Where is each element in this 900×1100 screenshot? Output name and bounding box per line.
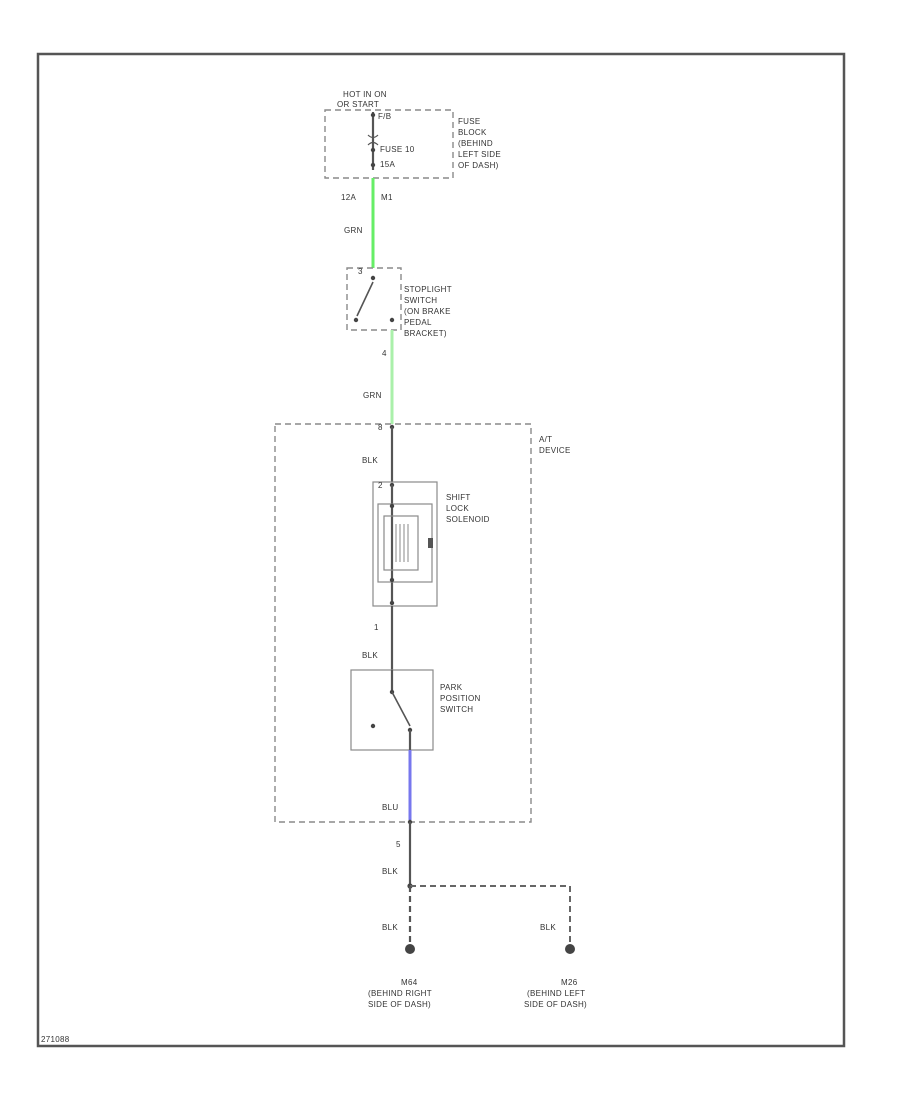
ground-left-line2: SIDE OF DASH) [368, 1000, 431, 1009]
park-switch-line1: PARK [440, 683, 463, 692]
diagram-frame [36, 52, 846, 1048]
stoplight-pin-bottom-label: 4 [382, 349, 387, 358]
stoplight-line5: BRACKET) [404, 329, 447, 338]
solenoid-node-1 [389, 503, 395, 509]
fuse-block-line2: BLOCK [458, 128, 487, 137]
ground-right-icon [565, 944, 575, 954]
solenoid-pin-bottom [389, 600, 395, 606]
wire-label-w1: GRN [344, 226, 363, 235]
stoplight-line1: STOPLIGHT [404, 285, 452, 294]
fuse-label: FUSE 10 [380, 145, 415, 154]
stoplight-line3: (ON BRAKE [404, 307, 451, 316]
wire-label-w4: BLK [362, 651, 378, 660]
ground-left-id: M64 [401, 978, 418, 987]
wire-black-branch [410, 885, 571, 946]
fuse-block-line3: (BEHIND [458, 139, 493, 148]
park-switch-line2: POSITION [440, 694, 481, 703]
solenoid-plunger-icon [428, 538, 433, 548]
solenoid-pin-top-label: 2 [378, 481, 383, 490]
wire-label-w6: BLK [382, 867, 398, 876]
fuse-block-outline [324, 109, 454, 179]
fuse-block-line4: LEFT SIDE [458, 150, 501, 159]
park-switch-line3: SWITCH [440, 705, 473, 714]
wire-label-w5: BLU [382, 803, 398, 812]
fuse-pin-mid [370, 147, 376, 153]
shift-lock-outer-box [372, 481, 438, 607]
footer-code: 271088 [41, 1035, 70, 1044]
wire-label-w7: BLK [382, 923, 398, 932]
fuse-block-line5: OF DASH) [458, 161, 499, 170]
stoplight-pin-bottom [389, 317, 395, 323]
fuse-pin-top-label: F/B [378, 112, 391, 121]
fuse-block-line1: FUSE [458, 117, 481, 126]
ground-right-id: M26 [561, 978, 578, 987]
wire-label-w3: BLK [362, 456, 378, 465]
stoplight-switch-blade [356, 281, 374, 317]
stoplight-switch-outline [346, 267, 402, 331]
at-device-pin-in-label: 8 [378, 423, 383, 432]
stoplight-line2: SWITCH [404, 296, 437, 305]
ground-left-icon [405, 944, 415, 954]
park-switch-blade [391, 691, 411, 727]
wire-label-w2: GRN [363, 391, 382, 400]
ground-right-line2: SIDE OF DASH) [524, 1000, 587, 1009]
solenoid-line3: SOLENOID [446, 515, 490, 524]
at-device-outline [274, 423, 532, 823]
ground-right-line1: (BEHIND LEFT [527, 989, 585, 998]
terminal-left-label: 12A [341, 193, 356, 202]
fuse-symbol [367, 134, 379, 146]
fuse-rating: 15A [380, 160, 395, 169]
park-switch-contact [370, 723, 376, 729]
fuse-pin-top [370, 112, 376, 118]
stoplight-contact [353, 317, 359, 323]
stoplight-pin-top-label: 3 [358, 267, 363, 276]
ground-left-line1: (BEHIND RIGHT [368, 989, 432, 998]
solenoid-coil-icon [395, 524, 409, 562]
solenoid-line1: SHIFT [446, 493, 471, 502]
fuse-pin-bottom [370, 162, 376, 168]
at-device-line2: DEVICE [539, 446, 571, 455]
terminal-right-label: M1 [381, 193, 393, 202]
power-label-line1: HOT IN ON [343, 90, 387, 99]
power-label-line2: OR START [337, 100, 379, 109]
solenoid-pin-bottom-label: 1 [374, 623, 379, 632]
solenoid-coil-frame [383, 515, 419, 571]
solenoid-line2: LOCK [446, 504, 469, 513]
at-device-line1: A/T [539, 435, 552, 444]
solenoid-node-2 [389, 577, 395, 583]
stoplight-line4: PEDAL [404, 318, 432, 327]
ground-pin-label: 5 [396, 840, 401, 849]
wire-label-w8: BLK [540, 923, 556, 932]
stoplight-pin-top [370, 275, 376, 281]
